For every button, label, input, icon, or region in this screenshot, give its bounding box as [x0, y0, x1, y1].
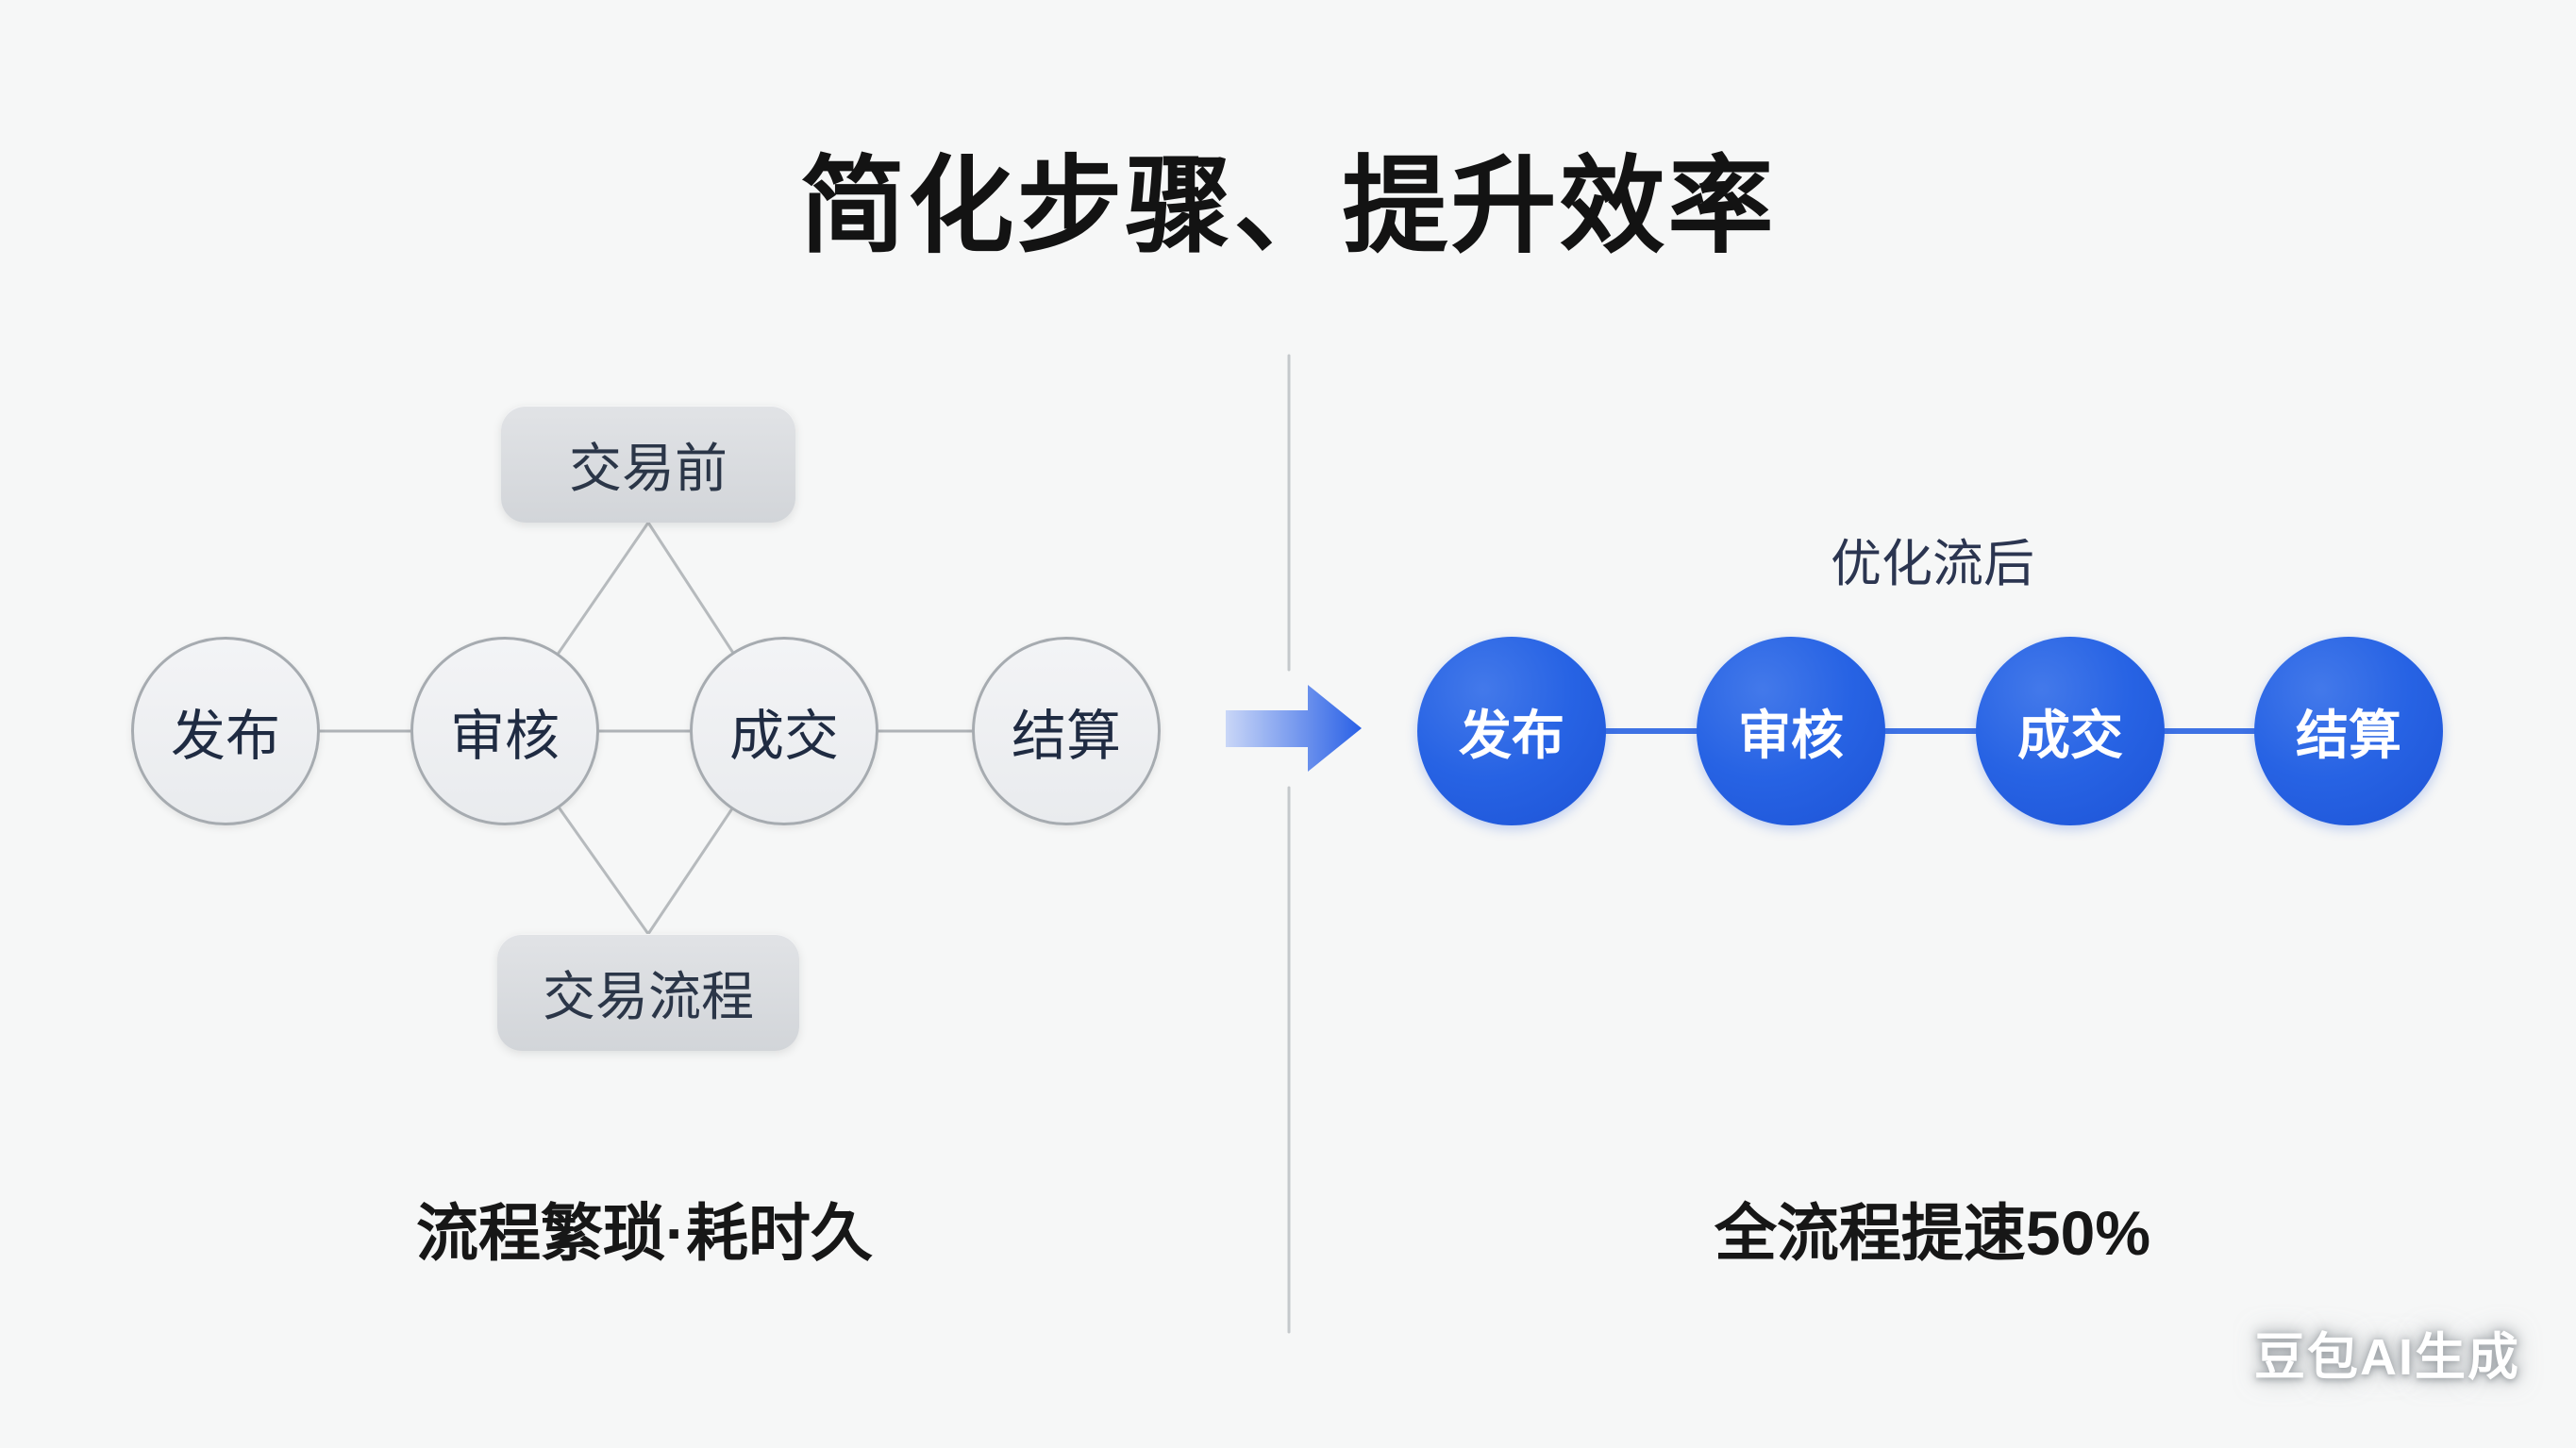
before-step-circle: 发布	[131, 637, 320, 825]
after-label: 优化流后	[1831, 536, 2034, 592]
before-group-bottom-box: 交易流程	[497, 934, 799, 1051]
after-step-circle: 成交	[1976, 637, 2165, 825]
after-step-circle: 审核	[1697, 637, 1885, 825]
after-step-circle: 发布	[1417, 637, 1606, 825]
before-caption: 流程繁琐·耗时久	[416, 1198, 873, 1268]
before-step-circle: 结算	[972, 637, 1161, 825]
after-step-circle: 结算	[2254, 637, 2443, 825]
watermark: 豆包AI生成	[2254, 1328, 2520, 1386]
after-caption: 全流程提速50%	[1714, 1198, 2151, 1268]
page-title: 简化步骤、提升效率	[799, 147, 1777, 265]
before-step-circle: 成交	[690, 637, 878, 825]
before-step-circle: 审核	[410, 637, 599, 825]
transform-arrow-icon	[1226, 685, 1362, 772]
before-group-top-box: 交易前	[501, 406, 795, 523]
